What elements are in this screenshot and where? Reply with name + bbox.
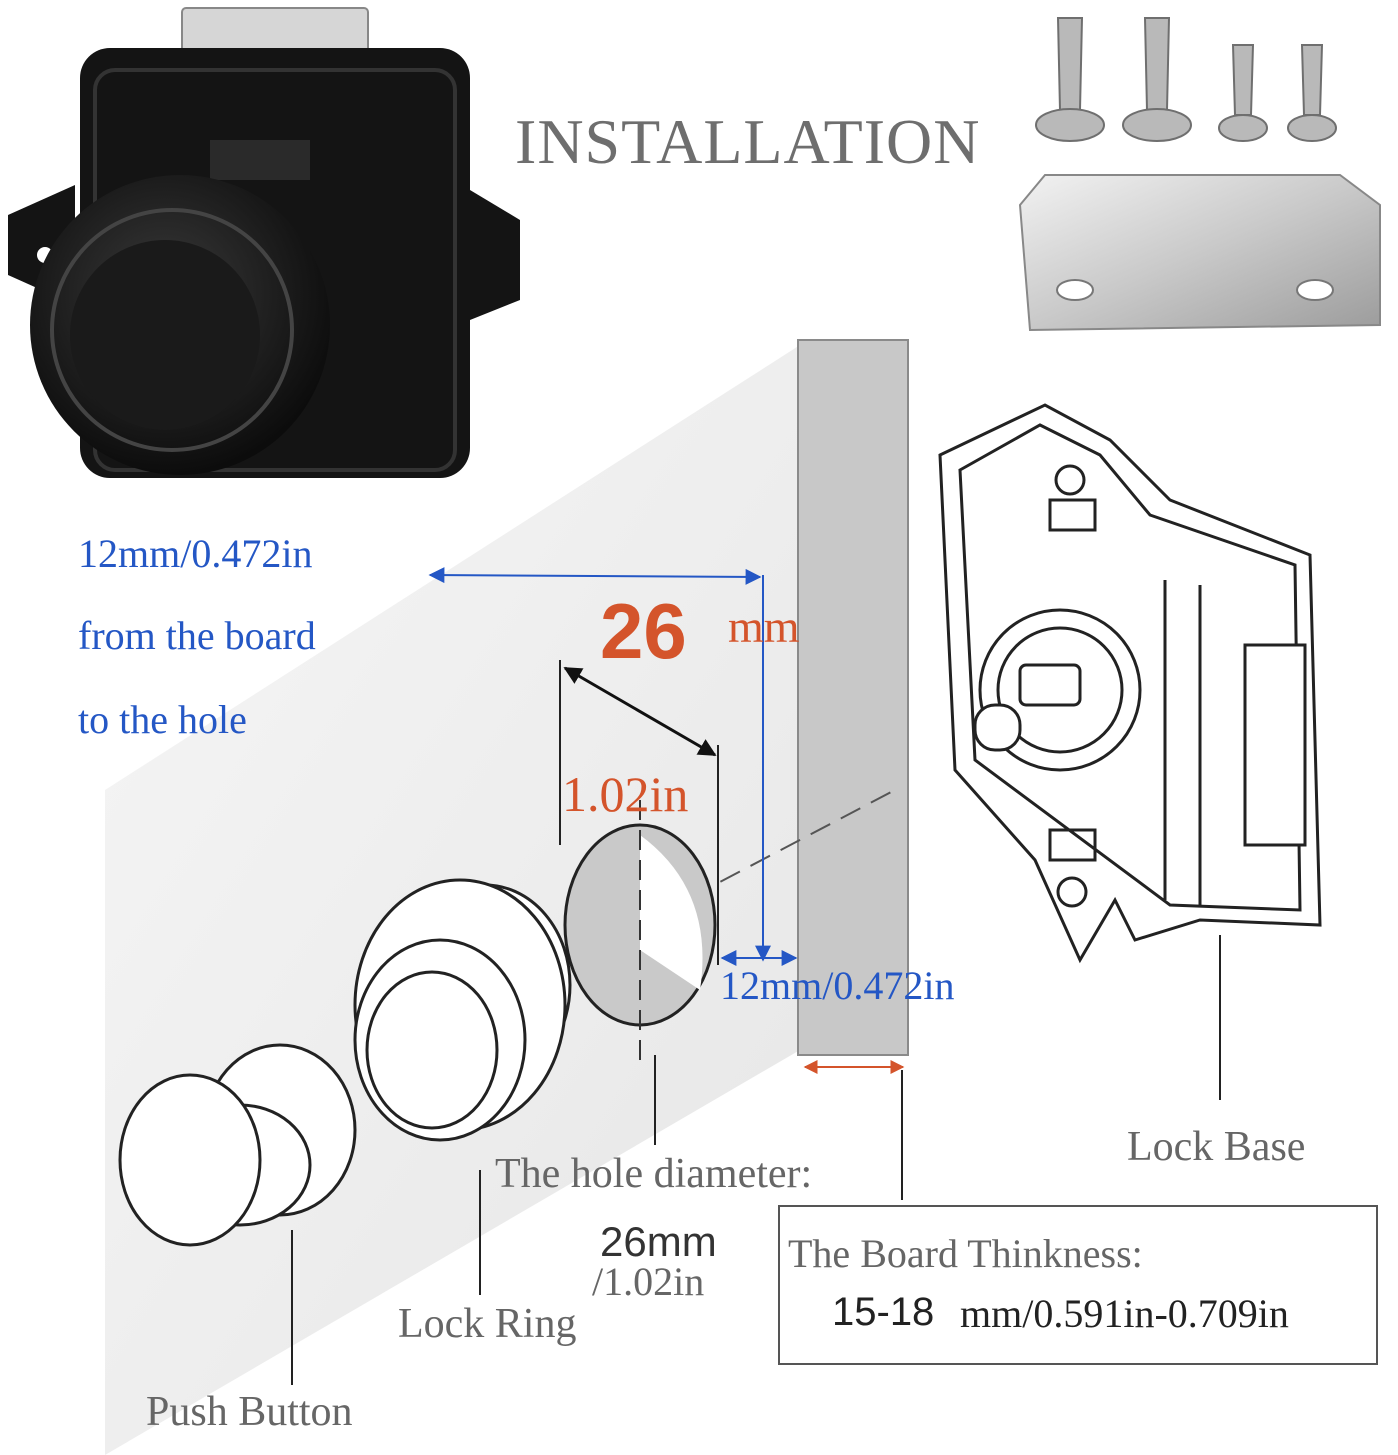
board-edge [797, 339, 909, 1056]
offset-note-line3: to the hole [78, 697, 247, 742]
leader-lines [291, 935, 1221, 1385]
hole-diameter-label: The hole diameter: [495, 1151, 813, 1197]
board-thickness-rest: mm/0.591in-0.709in [960, 1291, 1289, 1336]
board-thickness-label: The Board Thinkness: [788, 1231, 1143, 1276]
lock-base-label: Lock Base [1127, 1124, 1306, 1170]
hole-drawing [563, 800, 717, 1070]
offset-note-line1: 12mm/0.472in [78, 531, 313, 576]
board-thickness-box [778, 1205, 1378, 1365]
screws-photo [1035, 17, 1337, 142]
lock-ring-drawing [353, 878, 572, 1142]
offset-label: 12mm/0.472in [720, 963, 955, 1008]
offset-dimension [428, 567, 798, 966]
hole-size-mm-unit: mm [728, 601, 800, 652]
lock-base-drawing [938, 403, 1322, 964]
page-title: INSTALLATION [515, 106, 981, 177]
board-thickness-mm-range: 15-18 [832, 1290, 935, 1334]
hole-diameter-mm: 26mm [600, 1218, 717, 1265]
hole-diameter-inch: /1.02in [592, 1259, 705, 1304]
push-button-drawing [118, 1043, 357, 1247]
offset-note-line2: from the board [78, 613, 316, 658]
hole-size-inch: 1.02in [562, 766, 689, 822]
strike-plate-photo [1018, 174, 1381, 332]
hole-size-mm-value: 26 [600, 587, 687, 675]
diameter-dimension [559, 660, 719, 965]
lock-ring-label: Lock Ring [398, 1301, 577, 1347]
latch-photo [8, 7, 520, 478]
push-button-label: Push Button [146, 1389, 353, 1435]
